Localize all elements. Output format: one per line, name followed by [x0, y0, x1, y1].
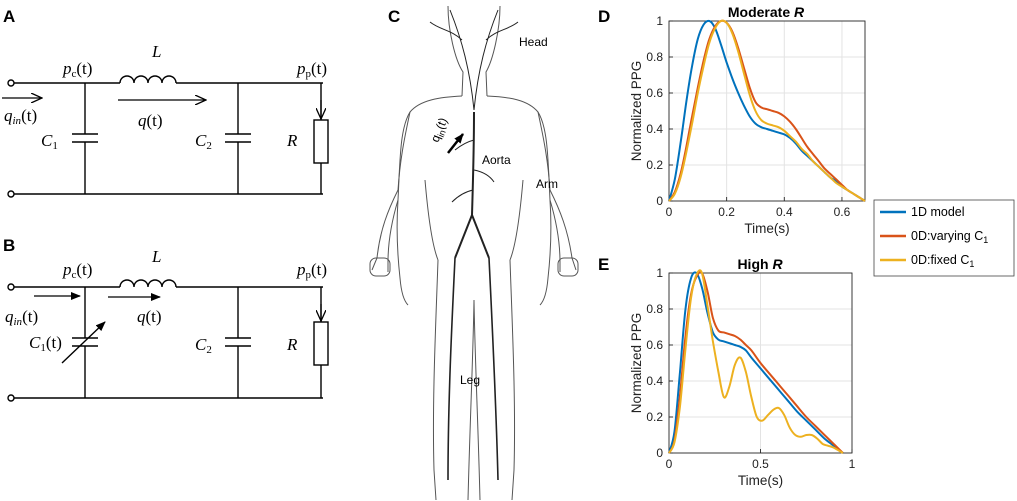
y-tick-label: 0.6 [646, 86, 663, 100]
x-tick-label: 1 [849, 457, 856, 471]
y-tick-label: 0.8 [646, 302, 663, 316]
x-tick-label: 0 [666, 457, 673, 471]
panel-letter-d: D [598, 7, 610, 26]
series-line [668, 19, 866, 202]
pc-label: pc(t) [62, 59, 92, 80]
vessel-tree [429, 9, 519, 481]
y-tick-label: 0.4 [646, 122, 663, 136]
qin-label: qin(t) [4, 106, 37, 127]
panel-letter-c: C [388, 7, 400, 26]
pp-label: pp(t) [296, 260, 327, 281]
x-tick-label: 0.5 [752, 457, 769, 471]
variable-capacitor-arrow [61, 321, 106, 364]
y-tick-label: 0.4 [646, 374, 663, 388]
y-tick-label: 1 [656, 266, 663, 280]
series-line [668, 271, 844, 454]
r-label: R [286, 335, 298, 354]
y-tick-label: 0.2 [646, 158, 663, 172]
legend-label: 1D model [911, 205, 965, 219]
legend: 1D model 0D:varying C1 0D:fixed C1 [873, 199, 1015, 277]
x-tick-label: 0 [666, 205, 673, 219]
chart-d-title: Moderate R [728, 4, 805, 20]
c2-label: C2 [195, 335, 212, 356]
body-outline [369, 5, 579, 501]
label-arm: Arm [536, 177, 558, 191]
x-tick-label: 0.4 [776, 205, 793, 219]
plot-area [668, 20, 866, 202]
pc-label: pc(t) [62, 260, 92, 281]
q-label: q(t) [138, 111, 163, 130]
body-diagram: C [369, 5, 579, 501]
label-aorta: Aorta [482, 153, 511, 167]
inflow-arrow [447, 133, 464, 154]
inductor-label: L [151, 42, 161, 61]
circuit-b: B pc(t) L pp(t) [3, 236, 329, 402]
label-head: Head [519, 35, 548, 49]
legend-label: 0D:fixed C1 [911, 253, 974, 269]
x-tick-label: 0.2 [718, 205, 735, 219]
series-line [668, 19, 866, 202]
label-leg: Leg [460, 373, 480, 387]
y-tick-label: 1 [656, 14, 663, 28]
y-tick-label: 0.8 [646, 50, 663, 64]
y-tick-label: 0.2 [646, 410, 663, 424]
panel-letter-e: E [598, 255, 609, 274]
pp-label: pp(t) [296, 59, 327, 80]
panel-letter-a: A [3, 7, 15, 26]
series-line [668, 269, 844, 454]
y-tick-label: 0.6 [646, 338, 663, 352]
chart-e-title: High R [737, 256, 783, 272]
series-line [668, 19, 866, 202]
x-axis-label: Time(s) [744, 221, 789, 236]
c2-label: C2 [195, 131, 212, 152]
y-tick-label: 0 [656, 446, 663, 460]
panel-letter-b: B [3, 236, 15, 255]
q-label: q(t) [137, 307, 162, 326]
c1-label: C1 [41, 131, 58, 152]
x-axis-label: Time(s) [738, 473, 783, 488]
c1-label: C1(t) [29, 333, 62, 354]
y-tick-label: 0 [656, 194, 663, 208]
y-axis-label: Normalized PPG [629, 313, 644, 414]
r-label: R [286, 131, 298, 150]
label-qin: qin(t) [428, 116, 452, 145]
y-axis-label: Normalized PPG [629, 61, 644, 162]
circuit-a: A pc(t) L [2, 7, 329, 198]
qin-label: qin(t) [5, 307, 38, 328]
x-tick-label: 0.6 [834, 205, 851, 219]
inductor-label: L [151, 247, 161, 266]
legend-label: 0D:varying C1 [911, 229, 988, 245]
